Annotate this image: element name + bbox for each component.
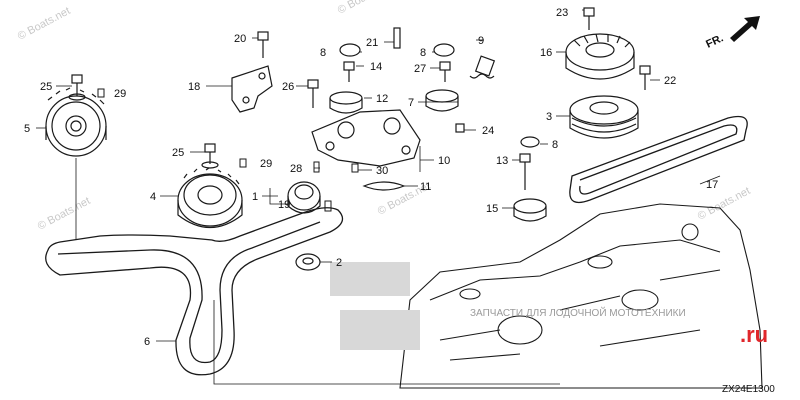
part-14-bolt (343, 61, 355, 82)
callout-22: 22 (664, 75, 676, 87)
part-24-bolt (455, 123, 465, 133)
part-21-stud (393, 27, 401, 49)
callout-28: 28 (290, 163, 302, 175)
part-25-bolt-top (68, 74, 86, 101)
callout-14: 14 (370, 61, 382, 73)
part-26-bolt (307, 79, 319, 108)
watermark-left-top: © Boats.net (16, 5, 73, 43)
leader-lines (36, 9, 721, 342)
watermark-top: © Boats.net (336, 0, 393, 17)
part-13-bolt (519, 153, 531, 190)
store-logo: ЗАПЧАСТИ ДЛЯ ЛОДОЧНОЙ МОТОТЕХНИКИ .ru (470, 306, 768, 347)
part-4-crank-pulley (177, 167, 243, 228)
callout-26: 26 (282, 81, 294, 93)
part-7-idler (425, 89, 459, 112)
callout-9: 9 (478, 35, 484, 47)
callout-8-b: 8 (420, 47, 426, 59)
callout-21: 21 (366, 37, 378, 49)
store-domain: .ru (740, 322, 768, 347)
callout-7: 7 (408, 97, 414, 109)
callout-25-top: 25 (40, 81, 52, 93)
part-9-spring (469, 55, 496, 79)
callout-8-c: 8 (552, 139, 558, 151)
bottom-reference-lines (75, 158, 560, 385)
part-5-cam-pulley (45, 87, 107, 157)
diagram-code: ZX24E1300 (722, 384, 775, 395)
callout-5: 5 (24, 123, 30, 135)
callout-24: 24 (482, 125, 494, 137)
part-20-bolt (257, 31, 269, 58)
callout-8-a: 8 (320, 47, 326, 59)
part-3-alternator-pulley (569, 95, 639, 139)
part-23-nut (583, 7, 595, 30)
part-27-bolt (439, 61, 451, 82)
callout-19: 19 (278, 199, 290, 211)
callout-3: 3 (546, 111, 552, 123)
part-19-key (324, 200, 332, 212)
callout-2: 2 (336, 257, 342, 269)
callout-30: 30 (376, 165, 388, 177)
callout-10: 10 (438, 155, 450, 167)
callout-12: 12 (376, 93, 388, 105)
part-22-bolt (639, 65, 651, 90)
part-6-timing-belt (45, 207, 344, 376)
part-29-pin-mid (239, 158, 247, 168)
part-16-alternator-fan (565, 33, 635, 80)
engine-block (399, 203, 763, 389)
part-10-tensioner-base (311, 109, 421, 167)
part-8-cap-b (433, 43, 455, 57)
part-8-cap-a (339, 43, 361, 57)
callout-20: 20 (234, 33, 246, 45)
part-15-roller (513, 198, 547, 222)
callout-6: 6 (144, 336, 150, 348)
callout-15: 15 (486, 203, 498, 215)
part-8-cap-c (520, 136, 540, 148)
svg-text:FR.: FR. (704, 32, 725, 50)
part-12-roller (329, 91, 363, 114)
part-28-pin (313, 161, 320, 173)
brand-ghost (330, 262, 420, 350)
callout-13: 13 (496, 155, 508, 167)
callout-29-top: 29 (114, 88, 126, 100)
callout-17: 17 (706, 179, 718, 191)
callout-16: 16 (540, 47, 552, 59)
callout-27: 27 (414, 63, 426, 75)
part-30-pin (351, 163, 359, 173)
part-2-small-gear (295, 253, 321, 271)
watermark-left-mid: © Boats.net (36, 195, 93, 233)
callout-1: 1 (252, 191, 258, 203)
part-17-v-belt (569, 115, 748, 204)
callout-4: 4 (150, 191, 156, 203)
part-11-belt (362, 181, 406, 191)
store-tagline: ЗАПЧАСТИ ДЛЯ ЛОДОЧНОЙ МОТОТЕХНИКИ (470, 306, 686, 319)
part-25-bolt-mid (201, 143, 219, 169)
front-direction-arrow: FR. (704, 16, 760, 51)
part-1-drive-gear (287, 181, 321, 214)
part-29-pin-top (97, 88, 105, 98)
callout-11: 11 (420, 181, 431, 193)
callout-29-mid: 29 (260, 158, 272, 170)
callout-18: 18 (188, 81, 200, 93)
callout-25-mid: 25 (172, 147, 184, 159)
callout-23: 23 (556, 7, 568, 19)
part-18-bracket (231, 65, 273, 113)
watermark-right: © Boats.net (696, 185, 753, 223)
